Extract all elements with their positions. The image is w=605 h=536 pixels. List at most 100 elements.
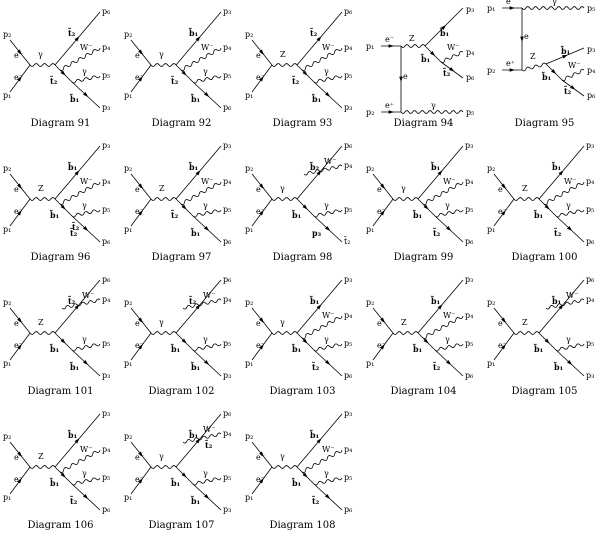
sfermion-label-mid: b̃₁ xyxy=(49,210,59,220)
sfermion-line-bottom-arrow xyxy=(204,360,210,366)
sfermion-line-bottom-arrow xyxy=(83,494,89,500)
sfermion-label-bottom: b̃₁ xyxy=(69,94,79,104)
boson-label: γ xyxy=(159,452,164,461)
boson-label: Z xyxy=(409,34,415,43)
boson-label: Z xyxy=(38,452,44,461)
photon-label: γ xyxy=(445,201,450,210)
momentum-label-photon: p₅ xyxy=(344,205,352,214)
w-boson-label: W⁻ xyxy=(80,445,92,454)
sfermion-line-mid-arrow xyxy=(423,338,429,344)
sfermion-label-bottom: t̃₂ xyxy=(311,496,319,506)
momentum-label-in-bottom: p₁ xyxy=(366,359,374,368)
sfermion-label-bottom: t̃₂ xyxy=(311,362,319,372)
sfermion-line-top-arrow xyxy=(558,170,564,176)
momentum-label-in-bottom: p₂ xyxy=(366,108,374,117)
sfermion-line-bottom-arrow xyxy=(567,360,573,366)
sfermion-line-bottom-arrow xyxy=(325,226,331,232)
momentum-label-w: p₄ xyxy=(344,43,352,52)
sfermion-label-top: b̃₂ xyxy=(309,162,319,172)
diagram-caption: Diagram 93 xyxy=(272,118,333,129)
electron-propagator-label: e xyxy=(403,72,408,81)
w-boson-label: W⁻ xyxy=(322,311,334,320)
diagram-caption: Diagram 102 xyxy=(148,386,215,397)
electron-label-top: e⁻ xyxy=(377,319,386,328)
w-boson-label: W⁻ xyxy=(203,425,215,434)
boson-label: Z xyxy=(38,318,44,327)
sfermion-label-bottom: b̃₁ xyxy=(553,362,563,372)
sfermion-label-top: b̃₁ xyxy=(560,46,570,56)
electron-label-top: e⁻ xyxy=(506,0,515,6)
sfermion-label-bottom: t̃₂ xyxy=(69,228,77,238)
momentum-label-photon: p₅ xyxy=(344,71,352,80)
momentum-label-w: p₄ xyxy=(223,295,231,304)
electron-label-bottom: e⁺ xyxy=(506,59,515,68)
momentum-label-photon: p₅ xyxy=(344,473,352,482)
momentum-label-out-top: p₃ xyxy=(344,275,352,284)
boson-propagator xyxy=(271,197,298,201)
boson-propagator xyxy=(150,331,177,335)
electron-line-bottom-arrow xyxy=(388,110,394,114)
sfermion-label-mid: b̃₁ xyxy=(541,72,551,82)
sfermion-label-bottom: t̃₂ xyxy=(442,68,450,78)
momentum-label-photon: p₅ xyxy=(223,205,231,214)
electron-line-bottom-arrow xyxy=(259,76,264,82)
boson-label: Z xyxy=(401,318,407,327)
electron-label-bottom: e⁻ xyxy=(498,341,507,350)
momentum-label-out-bottom: t̃₂ xyxy=(343,235,350,246)
momentum-label-in-top: p₂ xyxy=(245,164,253,173)
photon-line xyxy=(71,477,101,486)
w-boson-label: W⁻ xyxy=(568,61,580,70)
boson-label: Z xyxy=(530,52,536,61)
electron-line-top-arrow xyxy=(17,317,22,323)
electron-label-bottom: e⁻ xyxy=(135,207,144,216)
sfermion-label-top: b̃₁ xyxy=(430,162,440,172)
photon-line xyxy=(192,75,222,84)
sfermion-line-bottom-arrow xyxy=(325,360,331,366)
electron-label-top: e⁻ xyxy=(256,319,265,328)
momentum-label-out-top: p₆ xyxy=(586,275,594,284)
momentum-label-photon: p₅ xyxy=(466,108,474,117)
momentum-label-photon: p₅ xyxy=(102,71,110,80)
photon-line xyxy=(521,6,585,10)
photon-label: γ xyxy=(566,335,571,344)
photon-label: γ xyxy=(324,469,329,478)
momentum-label-in-top: p₂ xyxy=(245,432,253,441)
momentum-label-w: p₄ xyxy=(223,429,231,438)
photon-line xyxy=(313,477,343,486)
w-boson-label: W⁻ xyxy=(80,43,92,52)
momentum-label-photon: p₅ xyxy=(102,473,110,482)
momentum-label-in-bottom: p₁ xyxy=(124,225,132,234)
electron-propagator-arrow xyxy=(399,76,403,82)
momentum-label-photon: p₅ xyxy=(223,339,231,348)
momentum-label-w: p₄ xyxy=(586,295,594,304)
momentum-label-out-bottom: p₆ xyxy=(102,237,110,246)
w-boson-label: W⁻ xyxy=(322,43,334,52)
sfermion-label-top: b̃₁ xyxy=(551,162,561,172)
z-boson-line xyxy=(521,62,547,72)
sfermion-line-mid-arrow xyxy=(423,204,429,210)
boson-propagator xyxy=(271,63,298,67)
w-boson-line xyxy=(543,181,585,205)
momentum-label-photon: p₅ xyxy=(586,205,594,214)
momentum-label-in-top: p₂ xyxy=(124,298,132,307)
sfermion-line-top-arrow xyxy=(437,304,443,310)
electron-label-top: e⁻ xyxy=(135,185,144,194)
boson-label: Z xyxy=(159,184,165,193)
electron-line-bottom-arrow xyxy=(380,344,385,350)
w-boson-line xyxy=(182,298,222,310)
momentum-label-photon: p₅ xyxy=(102,205,110,214)
boson-label: γ xyxy=(280,452,285,461)
w-boson-line xyxy=(59,181,101,205)
momentum-label-out-bottom: p₆ xyxy=(223,237,231,246)
sfermion-line-mid-arrow xyxy=(302,204,308,210)
